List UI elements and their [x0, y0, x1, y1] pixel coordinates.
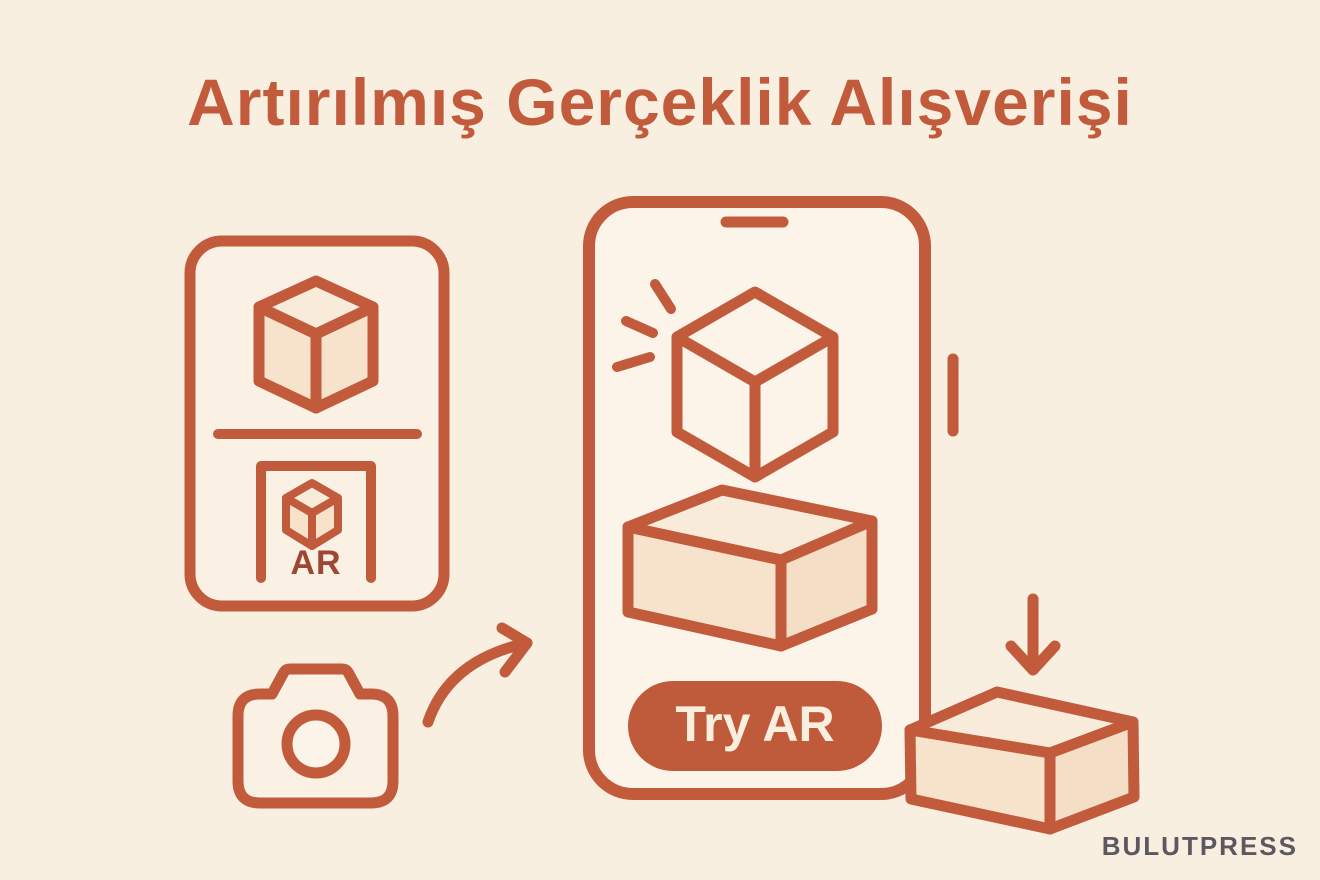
product-card — [184, 235, 450, 612]
curved-arrow-head — [496, 622, 533, 678]
curved-arrow-shaft — [422, 637, 533, 728]
sparkle-lines-icon — [612, 279, 676, 372]
brand-watermark: BULUTPRESS — [1101, 831, 1298, 861]
curved-arrow-icon — [422, 622, 533, 728]
placed-box-right-face — [1044, 716, 1140, 835]
ar-badge-label: AR — [290, 544, 342, 582]
page-title: Artırılmış Gerçeklik Alışverişi — [187, 65, 1133, 139]
mini-cube-icon — [282, 479, 342, 550]
cube-right-face — [310, 301, 379, 414]
down-arrow-icon — [1005, 593, 1061, 676]
placed-package-box-icon — [904, 686, 1140, 835]
ar-frame-icon — [256, 461, 376, 583]
ar-bracket — [256, 461, 376, 583]
down-arrow-head — [1005, 640, 1061, 676]
try-ar-button[interactable]: Try AR — [628, 681, 882, 771]
mini-cube-right-face — [308, 494, 342, 550]
placed-box-left-face — [904, 724, 1056, 835]
cube-3d-icon — [253, 275, 379, 414]
sparkle-line — [650, 279, 676, 314]
sparkle-line — [612, 352, 655, 372]
sparkle-line — [621, 316, 658, 338]
camera-icon — [232, 663, 399, 809]
wireframe-cube-edges — [671, 286, 839, 483]
wireframe-cube-icon — [671, 286, 839, 483]
smartphone — [583, 196, 959, 800]
camera-lens — [281, 709, 351, 779]
box-right-face — [775, 515, 878, 652]
package-box-icon — [622, 484, 878, 652]
